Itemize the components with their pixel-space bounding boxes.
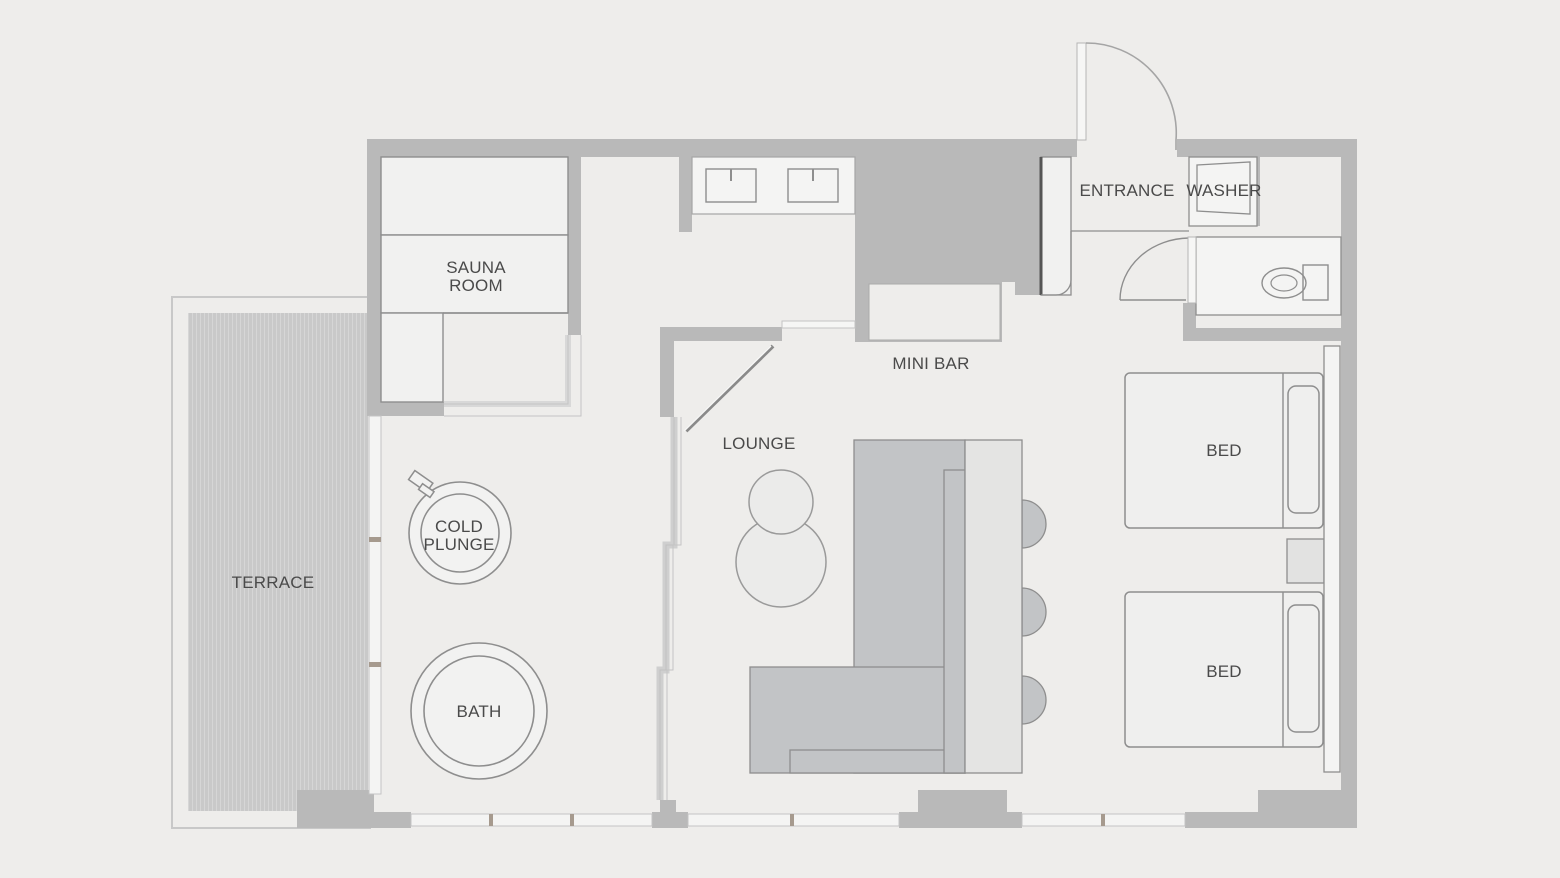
label-bed-1: BED <box>1206 441 1242 460</box>
entrance-door <box>1039 42 1189 296</box>
toilet-icon <box>1261 264 1329 301</box>
bed-2 <box>1124 591 1324 748</box>
label-cold-plunge-line1: COLD <box>435 517 483 536</box>
label-mini-bar: MINI BAR <box>892 354 969 373</box>
bar-counter <box>964 439 1047 774</box>
sauna <box>380 156 582 417</box>
label-cold-plunge-line2: PLUNGE <box>423 535 494 554</box>
bath-tub <box>410 642 548 780</box>
toilet-room <box>1119 236 1342 316</box>
terrace-glass <box>368 415 382 795</box>
faucet-icon <box>407 469 436 499</box>
room-labels: SAUNA ROOM TERRACE COLD PLUNGE BATH LOUN… <box>232 181 1262 721</box>
cold-plunge <box>407 469 512 585</box>
label-terrace: TERRACE <box>232 573 315 592</box>
vanity <box>691 156 856 215</box>
label-entrance: ENTRANCE <box>1079 181 1174 200</box>
lounge-partition <box>656 320 856 800</box>
label-bed-2: BED <box>1206 662 1242 681</box>
terrace-area <box>171 296 371 829</box>
label-washer: WASHER <box>1186 181 1261 200</box>
lounge-stools <box>735 469 827 608</box>
sofa <box>749 439 966 774</box>
nightstand <box>1286 538 1325 584</box>
headboard-panel <box>1323 345 1341 773</box>
label-lounge: LOUNGE <box>723 434 796 453</box>
washer-unit <box>1188 156 1258 227</box>
label-sauna-line2: ROOM <box>449 276 503 295</box>
bottom-windows <box>410 813 1186 827</box>
bed-1 <box>1124 372 1324 529</box>
label-sauna-line1: SAUNA <box>446 258 506 277</box>
label-bath: BATH <box>457 702 502 721</box>
